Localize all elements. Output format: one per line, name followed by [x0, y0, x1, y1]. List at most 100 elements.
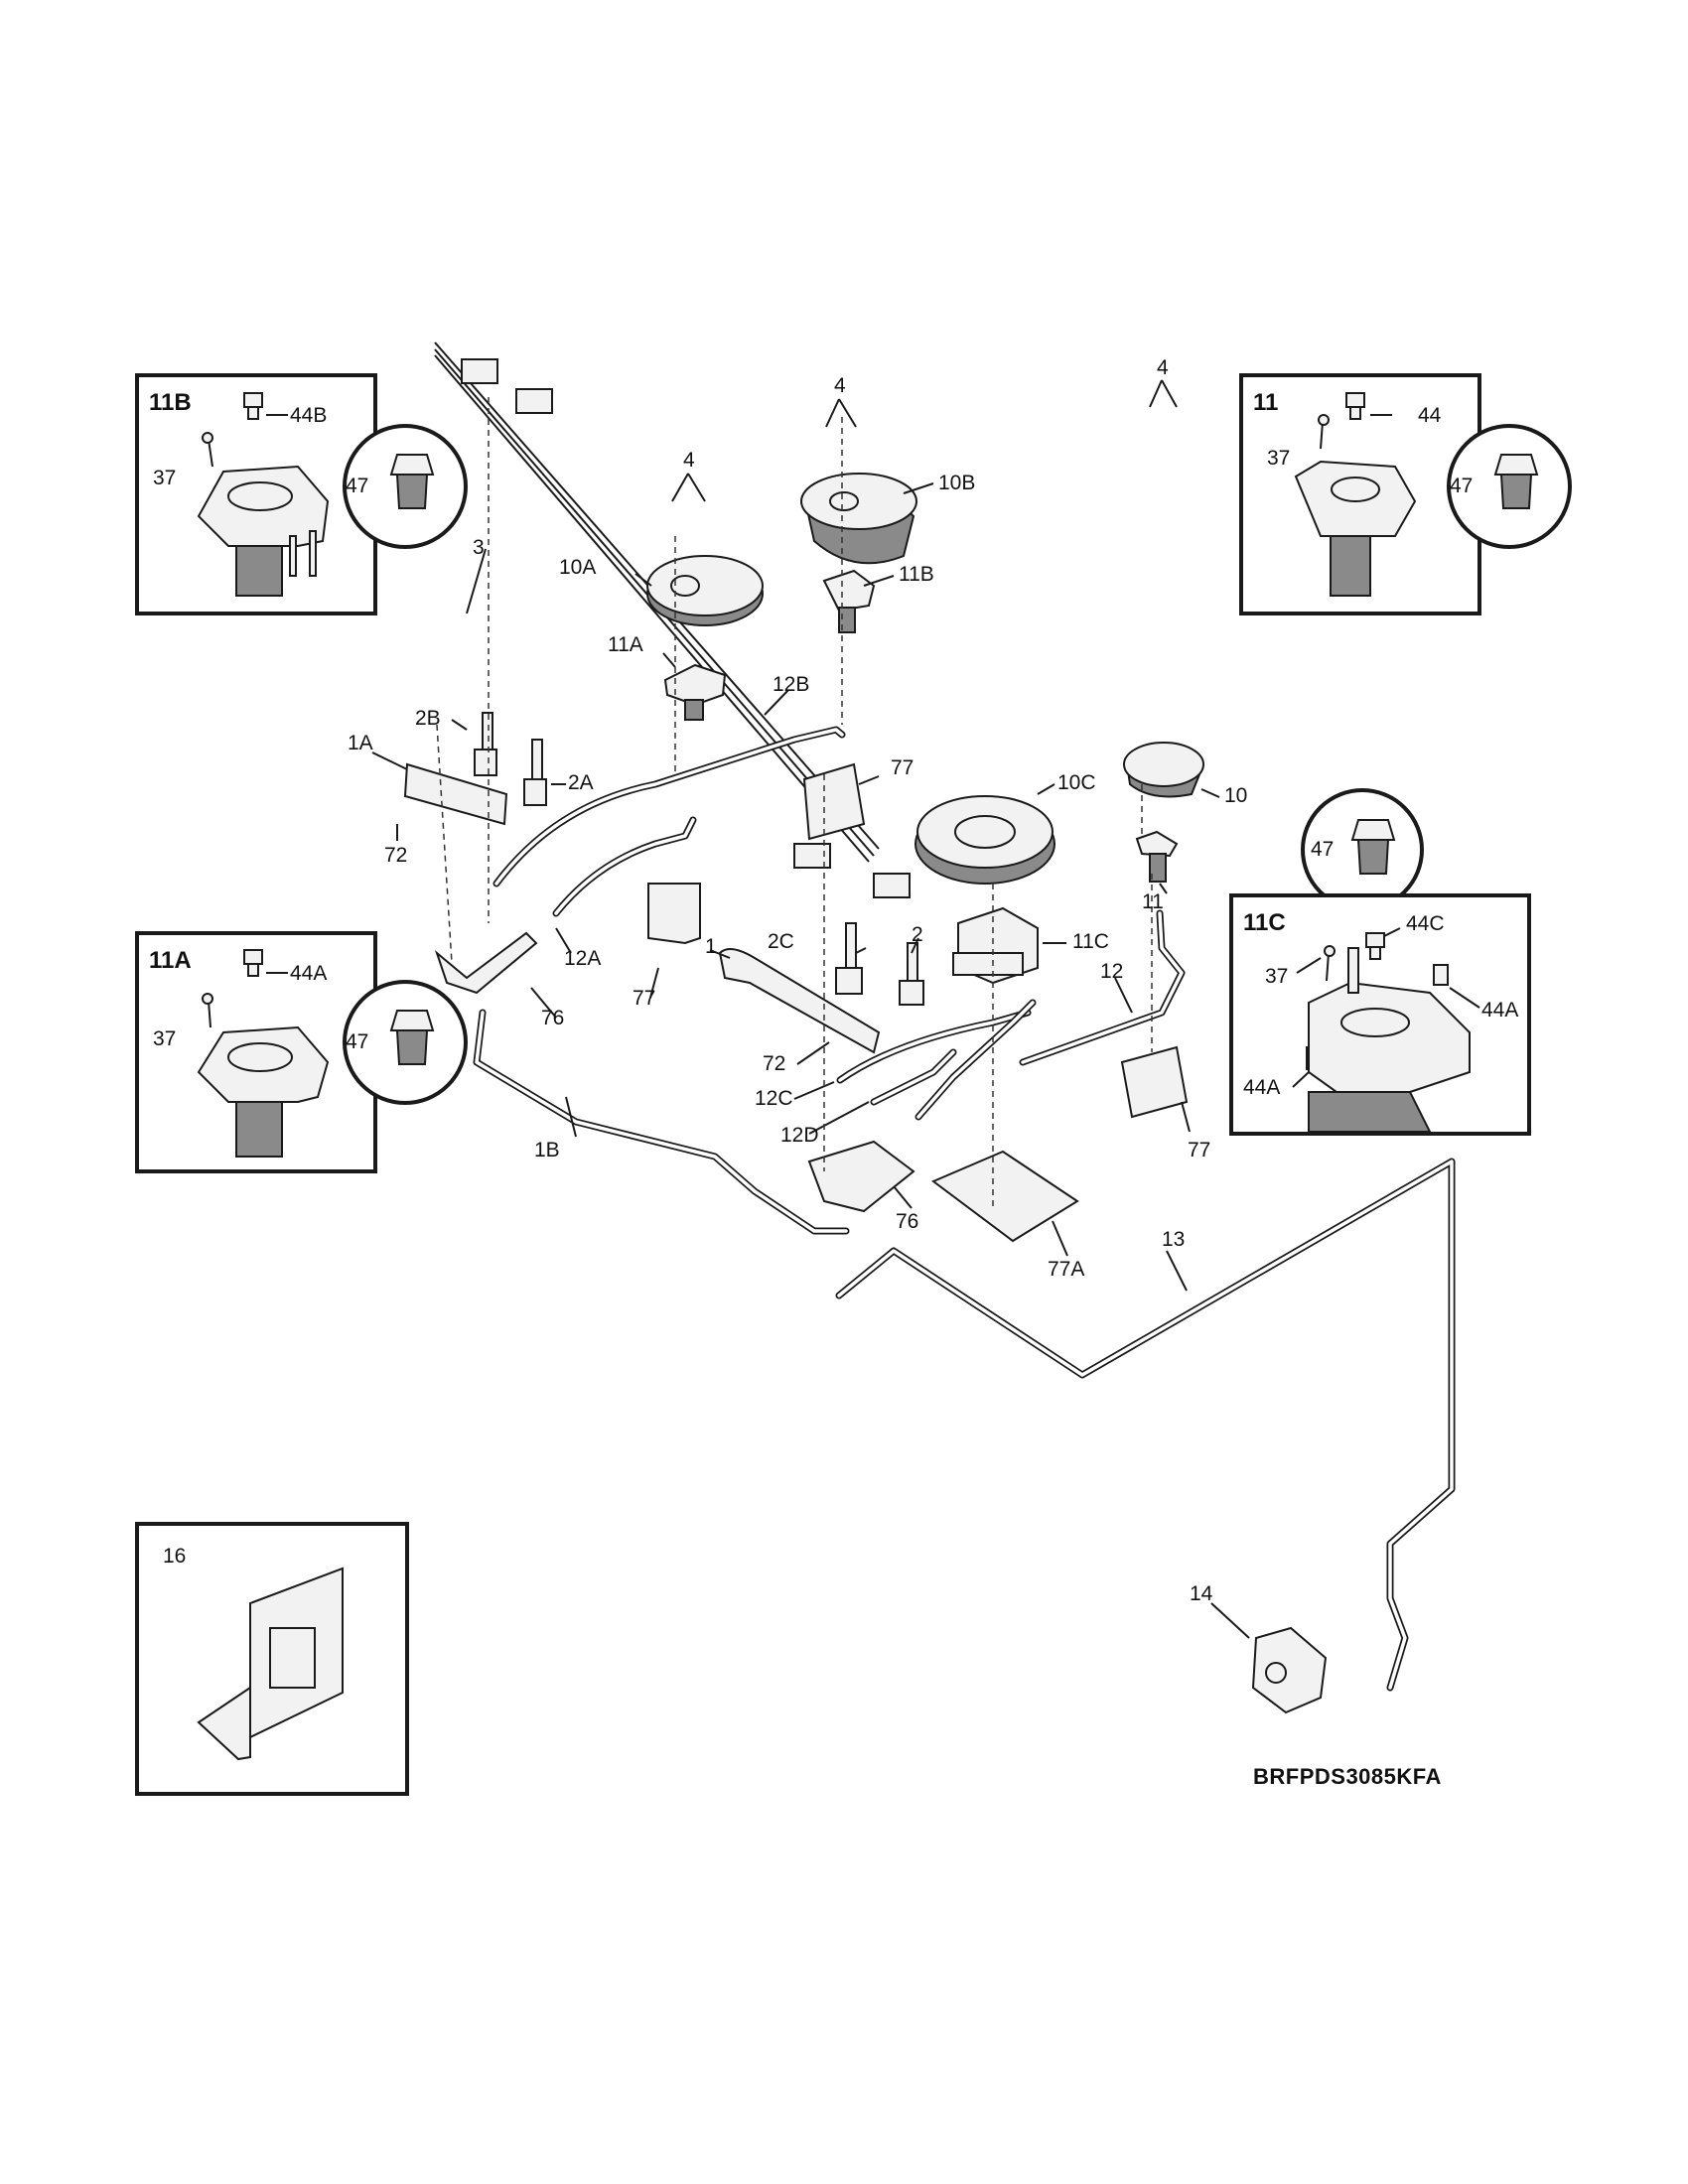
- callout-13: 13: [1162, 1228, 1185, 1251]
- callout-77: 77: [891, 756, 914, 779]
- bracket-77: [1120, 1045, 1189, 1119]
- label-47: 47: [346, 475, 368, 497]
- manifold-1: [718, 948, 881, 1054]
- callout-12: 12: [1100, 960, 1123, 983]
- bracket-77: [802, 762, 866, 841]
- inset-title-11b: 11B: [149, 389, 192, 416]
- model-code: BRFPDS3085KFA: [1253, 1764, 1442, 1789]
- callout-77a: 77A: [1048, 1258, 1084, 1281]
- valve-2: [899, 942, 924, 1006]
- callout-labels: 4 4 4 10B 10A 11B 3 11A 12B 2B 1A 2A 77 …: [348, 356, 1247, 1605]
- burner-base-11b: [822, 569, 876, 633]
- screw-44-icon: [1345, 392, 1365, 420]
- callout-10b: 10B: [938, 472, 975, 494]
- callout-10a: 10A: [559, 556, 596, 579]
- burner-cap-10: [1123, 742, 1204, 798]
- callout-11c: 11C: [1072, 930, 1109, 953]
- orifice-47-icon: [389, 1010, 435, 1065]
- label-37: 37: [1267, 447, 1290, 470]
- callout-3: 3: [473, 536, 485, 559]
- callout-2b: 2B: [415, 707, 441, 730]
- callout-77: 77: [1188, 1139, 1210, 1161]
- valve-2c: [835, 922, 863, 995]
- callout-12b: 12B: [773, 673, 809, 696]
- burner-base-11a: [663, 663, 727, 721]
- orifice-47-icon: [1350, 819, 1396, 875]
- alignment-lines: [436, 397, 1153, 1211]
- screw-44c-icon: [1365, 932, 1385, 960]
- callout-4: 4: [683, 449, 695, 472]
- screw-44a-icon: [243, 949, 263, 977]
- callout-76: 76: [896, 1210, 918, 1233]
- bracket-76: [434, 931, 538, 995]
- pressure-regulator-14: [1251, 1626, 1328, 1714]
- callout-10: 10: [1224, 784, 1247, 807]
- label-44a: 44A: [1481, 999, 1518, 1022]
- bracket-16-icon: [197, 1567, 344, 1761]
- burner-base-11b-icon: [197, 465, 330, 597]
- callout-76: 76: [541, 1007, 564, 1029]
- burner-base-11c-icon: [1308, 947, 1471, 1133]
- callout-14: 14: [1190, 1582, 1213, 1605]
- burner-base-11-icon: [1294, 460, 1417, 597]
- bracket-76: [807, 1140, 915, 1213]
- label-44b: 44B: [290, 404, 327, 427]
- label-37: 37: [153, 1027, 176, 1050]
- label-44a: 44A: [290, 962, 327, 985]
- label-44: 44: [1418, 404, 1442, 427]
- callout-12a: 12A: [564, 947, 601, 970]
- callout-4: 4: [834, 374, 846, 397]
- label-37: 37: [1265, 965, 1288, 988]
- callout-4: 4: [1157, 356, 1169, 379]
- bracket-77a: [931, 1150, 1079, 1243]
- inset-11a: 11A 44A 37 47: [135, 931, 468, 1173]
- manifold-1a: [403, 762, 508, 826]
- bracket-77: [647, 883, 701, 945]
- valve-2a: [523, 739, 547, 806]
- label-47: 47: [1311, 838, 1334, 861]
- burner-cap-10a: [646, 555, 764, 626]
- burner-base-11: [1135, 830, 1179, 883]
- label-44c: 44C: [1406, 912, 1445, 935]
- callout-2c: 2C: [768, 930, 794, 953]
- label-47: 47: [1450, 475, 1473, 497]
- callout-2: 2: [912, 923, 923, 946]
- inset-11b: 11B 44B 37 47: [135, 373, 468, 615]
- burner-cap-10b: [800, 473, 917, 565]
- burner-base-11a-icon: [197, 1025, 330, 1158]
- inset-title-11c: 11C: [1243, 909, 1286, 936]
- callout-72: 72: [763, 1052, 785, 1075]
- orifice-47-icon: [1493, 454, 1539, 509]
- label-47: 47: [346, 1030, 368, 1053]
- label-44a: 44A: [1243, 1076, 1280, 1099]
- callout-1b: 1B: [534, 1139, 560, 1161]
- inset-title-16: 16: [163, 1545, 186, 1568]
- screw-37-icon: [202, 432, 213, 468]
- burner-cap-10c: [914, 795, 1055, 885]
- callout-10c: 10C: [1057, 771, 1096, 794]
- callout-77: 77: [633, 987, 655, 1010]
- inset-11: 11 44 37 47: [1239, 373, 1572, 615]
- callout-2a: 2A: [568, 771, 594, 794]
- callout-72: 72: [384, 844, 407, 867]
- callout-12c: 12C: [755, 1087, 793, 1110]
- valve-2b: [474, 712, 497, 776]
- inset-title-11a: 11A: [149, 947, 192, 974]
- inset-16: 16: [135, 1522, 409, 1796]
- screw-37-icon: [202, 993, 213, 1028]
- callout-11b: 11B: [899, 563, 934, 586]
- leader-lines: [371, 379, 1250, 1639]
- label-37: 37: [153, 467, 176, 489]
- screw-44b-icon: [243, 392, 263, 420]
- burner-base-11c: [952, 906, 1039, 985]
- inset-11c: 47 11C 44C 37 44A 44A: [1229, 788, 1531, 1136]
- inset-title-11: 11: [1253, 389, 1278, 416]
- callout-1: 1: [705, 935, 717, 958]
- screw-37-icon: [1324, 945, 1336, 982]
- orifice-47-icon: [389, 454, 435, 509]
- screw-37-icon: [1318, 414, 1330, 450]
- callout-11a: 11A: [608, 633, 643, 656]
- gas-tubes: [473, 726, 1456, 1692]
- screw-44a-icon: [1433, 964, 1449, 986]
